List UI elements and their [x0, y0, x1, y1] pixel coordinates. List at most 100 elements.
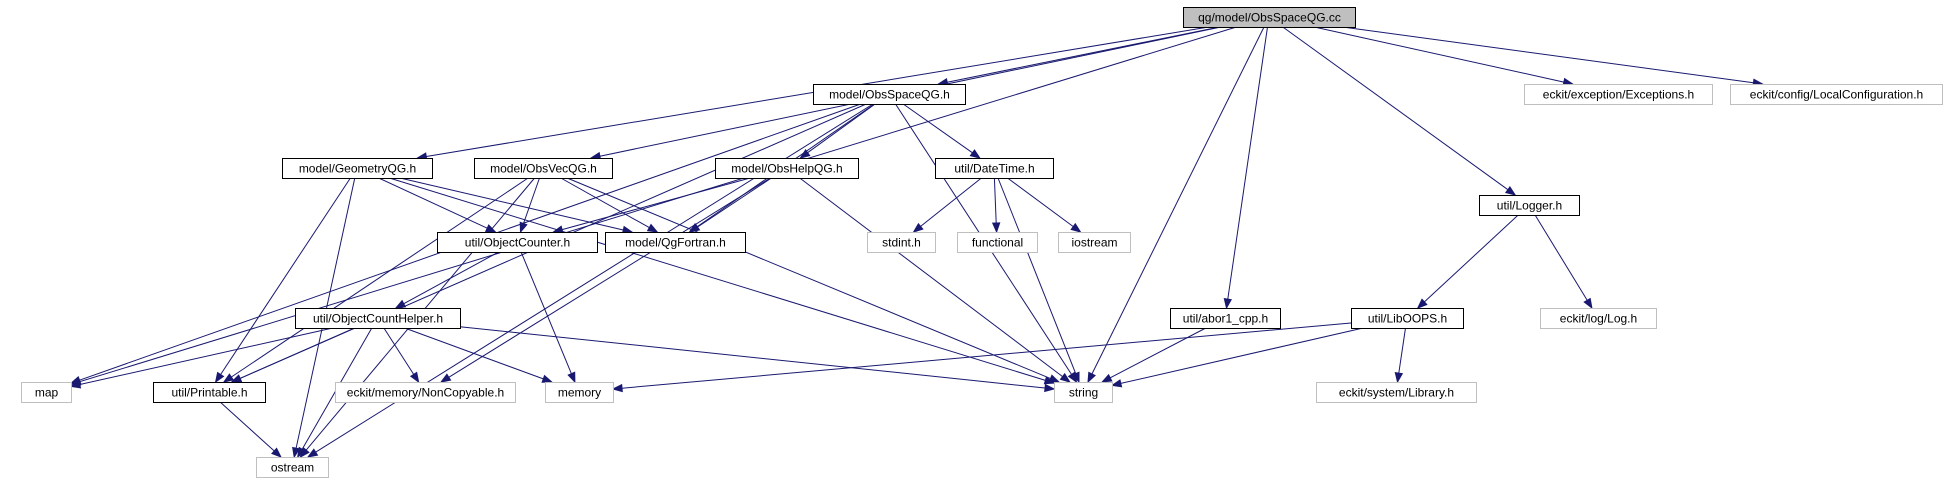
edge-arrowhead [1504, 186, 1517, 196]
node-label: model/ObsVecQG.h [490, 162, 597, 176]
edge-arrowhead [567, 371, 576, 384]
node-box [957, 232, 1038, 253]
node-label: eckit/config/LocalConfiguration.h [1750, 88, 1923, 102]
edge-arrowhead [214, 371, 225, 384]
node-label: functional [972, 236, 1023, 250]
node-label: model/GeometryQG.h [299, 162, 416, 176]
node-objcounthelper[interactable]: util/ObjectCountHelper.h [295, 308, 461, 329]
edge-line [1120, 327, 1364, 384]
edge-line [1314, 26, 1565, 83]
node-objcounter[interactable]: util/ObjectCounter.h [437, 232, 598, 253]
edge-arrowhead [394, 299, 407, 309]
node-label: util/DateTime.h [954, 162, 1034, 176]
node-obsvec[interactable]: model/ObsVecQG.h [474, 158, 613, 179]
node-label: util/Printable.h [171, 386, 247, 400]
edge-arrowhead [297, 446, 307, 459]
node-qgfortran[interactable]: model/QgFortran.h [605, 232, 746, 253]
edge-objcounthelper-to-string [459, 326, 1056, 393]
node-box [256, 457, 329, 478]
node-exceptions: eckit/exception/Exceptions.h [1524, 84, 1713, 105]
edge-arrowhead [1087, 371, 1096, 384]
node-box [282, 158, 433, 179]
node-label: string [1069, 386, 1098, 400]
node-label: eckit/memory/NonCopyable.h [347, 386, 504, 400]
edge-arrowhead [1416, 298, 1428, 309]
edge-line [399, 177, 624, 231]
edge-datetime-to-string [997, 177, 1080, 384]
node-label: eckit/system/Library.h [1339, 386, 1454, 400]
node-label: model/QgFortran.h [625, 236, 726, 250]
node-box [1730, 84, 1943, 105]
node-label: util/LibOOPS.h [1368, 312, 1447, 326]
edge-arrowhead [439, 373, 452, 383]
node-label: memory [558, 386, 601, 400]
edge-root-to-abor1 [1223, 26, 1268, 310]
edge-line [523, 177, 540, 224]
edge-line [1342, 26, 1754, 84]
edge-arrowhead [1110, 379, 1123, 388]
node-label: model/ObsSpaceQG.h [829, 88, 950, 102]
node-ostream: ostream [256, 457, 329, 478]
edge-line [1398, 327, 1406, 374]
edge-liboops-to-string [1110, 327, 1364, 388]
edge-datetime-to-iostream [1007, 177, 1082, 233]
edge-line [799, 177, 1063, 377]
edge-line [219, 401, 275, 452]
edge-arrowhead [1394, 372, 1404, 384]
edge-arrowhead [1044, 383, 1056, 393]
edge-arrowhead [292, 446, 301, 459]
edge-line [403, 251, 499, 305]
edge-arrowhead [541, 374, 554, 383]
node-label: stdint.h [882, 236, 921, 250]
edge-root-to-localconfig [1342, 26, 1764, 87]
edge-line [79, 26, 1237, 383]
edge-obshelp-to-string [799, 177, 1071, 383]
edge-line [220, 177, 351, 375]
node-label: model/ObsHelpQG.h [731, 162, 842, 176]
node-box [1316, 382, 1477, 403]
node-obsspace_h[interactable]: model/ObsSpaceQG.h [813, 84, 966, 105]
edge-arrowhead [912, 222, 924, 233]
node-geometry[interactable]: model/GeometryQG.h [282, 158, 433, 179]
edge-arrowhead [1070, 222, 1082, 233]
node-datetime[interactable]: util/DateTime.h [935, 158, 1054, 179]
node-root[interactable]: qg/model/ObsSpaceQG.cc [1183, 7, 1356, 28]
node-string: string [1054, 382, 1113, 403]
node-box [1524, 84, 1713, 105]
node-liboops[interactable]: util/LibOOPS.h [1351, 308, 1464, 329]
edge-arrowhead [1100, 373, 1113, 383]
node-box [437, 232, 598, 253]
edge-line [621, 322, 1352, 389]
node-label: util/Logger.h [1497, 199, 1562, 213]
node-box [1170, 308, 1281, 329]
edge-geometry-to-qgfortran [399, 177, 634, 235]
edge-arrowhead [306, 448, 319, 458]
node-localconfig: eckit/config/LocalConfiguration.h [1730, 84, 1943, 105]
edge-line [997, 177, 1077, 374]
node-abor1[interactable]: util/abor1_cpp.h [1170, 308, 1281, 329]
edge-line [1227, 26, 1268, 300]
node-functional: functional [957, 232, 1038, 253]
node-logger[interactable]: util/Logger.h [1479, 195, 1580, 216]
node-label: eckit/log/Log.h [1560, 312, 1637, 326]
edge-objcounthelper-to-noncopyable [383, 327, 420, 384]
node-box [153, 382, 266, 403]
edge-root-to-exceptions [1314, 26, 1575, 87]
node-loglog: eckit/log/Log.h [1540, 308, 1657, 329]
node-box [474, 158, 613, 179]
edge-arrowhead [611, 383, 623, 393]
edge-line [1109, 327, 1207, 379]
edge-line [315, 103, 874, 453]
edge-objcounthelper-to-map [69, 327, 333, 389]
edge-obsspace_h-to-datetime [902, 103, 981, 159]
edge-arrowhead [1223, 298, 1232, 310]
edge-line [1282, 26, 1509, 191]
edge-line [697, 177, 772, 228]
edge-objcounthelper-to-printable [230, 327, 355, 383]
edge-arrowhead [646, 223, 659, 233]
edge-line [902, 103, 973, 154]
node-obshelp[interactable]: model/ObsHelpQG.h [715, 158, 859, 179]
edge-arrowhead [552, 225, 564, 234]
node-printable[interactable]: util/Printable.h [153, 382, 266, 403]
edge-objcounthelper-to-memory [404, 327, 554, 383]
